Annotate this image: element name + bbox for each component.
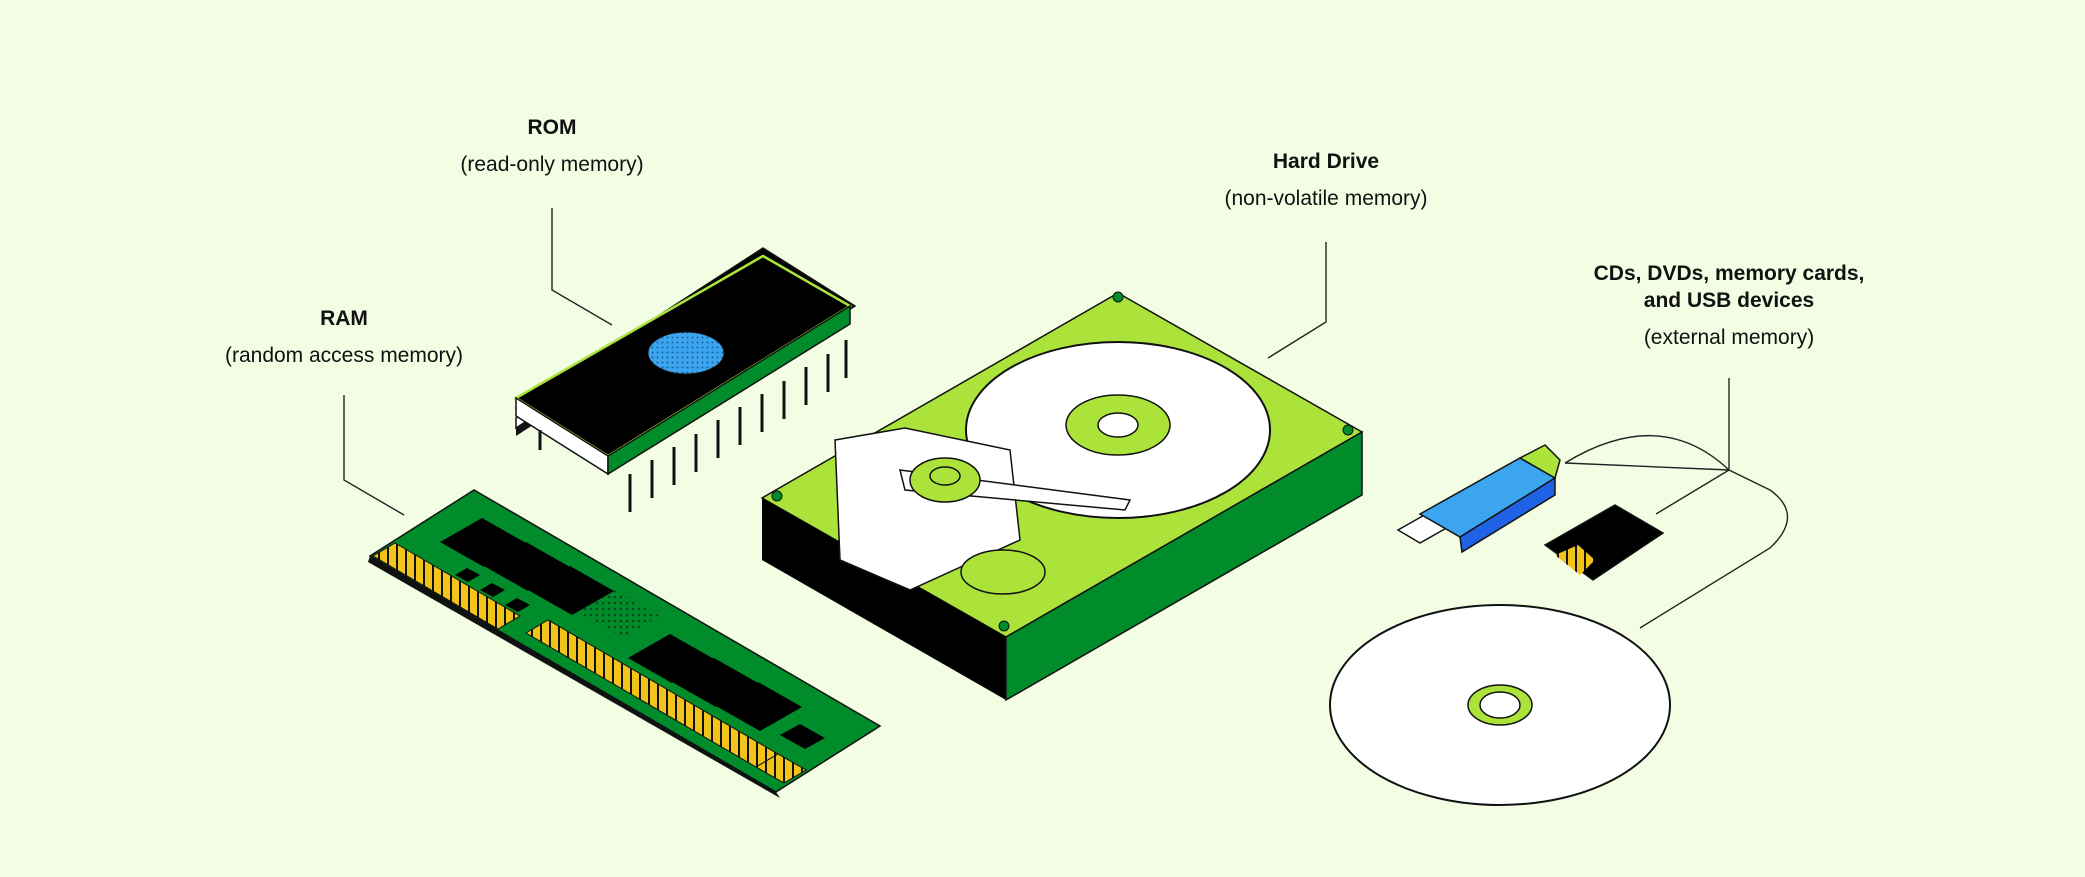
ram-subtitle: (random access memory) — [224, 344, 464, 367]
hard-drive-label: Hard Drive (non-volatile memory) — [1176, 148, 1476, 212]
hard-drive-title: Hard Drive — [1272, 150, 1380, 173]
leader-lines — [343, 208, 1788, 629]
ram-leader-line — [343, 395, 405, 516]
external-leader-usb — [1564, 462, 1730, 471]
external-leader-disc — [1639, 469, 1788, 629]
rom-leader-line — [551, 208, 613, 326]
rom-subtitle: (read-only memory) — [460, 153, 644, 176]
ram-title: RAM — [320, 307, 368, 330]
hard-drive-leader-line — [1267, 242, 1327, 359]
ram-stick-icon — [368, 489, 882, 798]
external-memory-label: CDs, DVDs, memory cards, and USB devices… — [1549, 260, 1909, 351]
usb-drive-icon — [1396, 444, 1561, 554]
external-subtitle: (external memory) — [1643, 326, 1815, 349]
hard-drive-icon — [760, 291, 1364, 702]
optical-disc-icon — [1329, 604, 1671, 806]
external-title-line2: and USB devices — [1643, 289, 1815, 312]
external-leader-arc — [1564, 435, 1730, 471]
external-leader-card — [1655, 469, 1730, 515]
rom-label: ROM (read-only memory) — [402, 114, 702, 178]
memory-card-icon — [1543, 504, 1665, 581]
ram-label: RAM (random access memory) — [194, 305, 494, 369]
rom-chip-icon — [513, 247, 857, 512]
external-title-line1: CDs, DVDs, memory cards, — [1593, 262, 1865, 285]
rom-title: ROM — [527, 116, 577, 139]
hard-drive-subtitle: (non-volatile memory) — [1224, 187, 1428, 210]
